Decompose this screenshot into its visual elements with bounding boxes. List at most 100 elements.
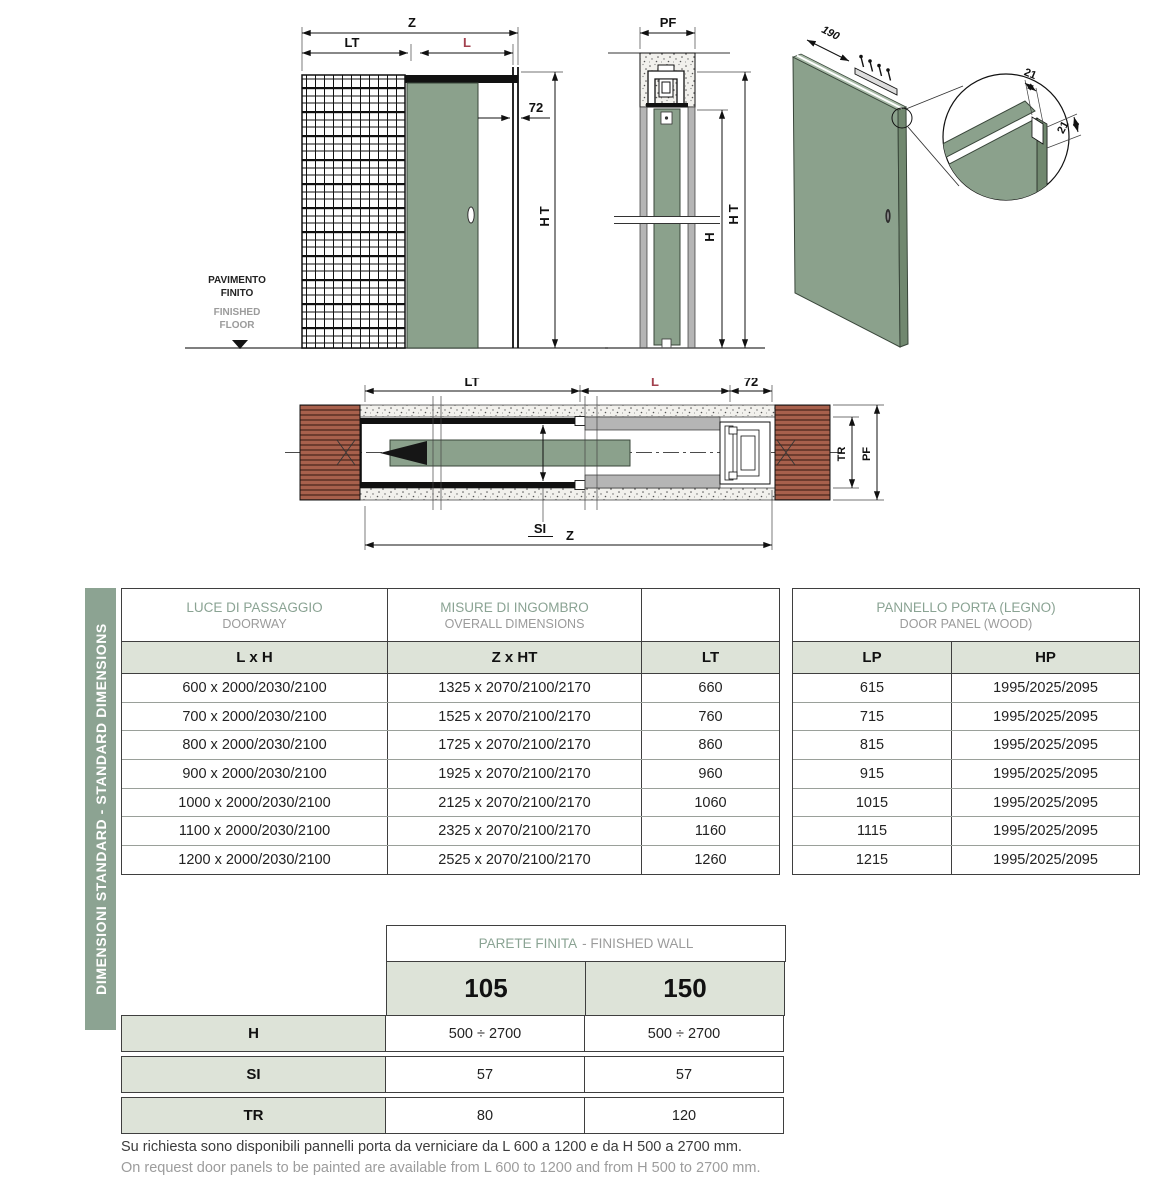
- floor-level-marker-icon: [232, 340, 248, 349]
- finished-wall-table: PARETE FINITA - FINISHED WALL 105 150 H …: [121, 925, 787, 1134]
- jamb-strip-left: [639, 106, 648, 349]
- finished-floor-label: PAVIMENTO FINITO FINISHED FLOOR: [208, 275, 266, 349]
- doorway-header-en: DOORWAY: [222, 616, 287, 631]
- detail-leader-bottom: [907, 126, 960, 187]
- col-header-105: 105: [386, 961, 586, 1016]
- mounting-bar-and-screws: [854, 54, 898, 96]
- dim-lt: LT: [364, 378, 581, 402]
- dim-tr: TR: [833, 416, 859, 489]
- table-row: 1115 1995/2025/2095: [793, 816, 1139, 846]
- door-panel: [406, 82, 479, 349]
- wall-header-it: PARETE FINITA: [478, 936, 578, 951]
- svg-text:PAVIMENTO: PAVIMENTO: [208, 275, 266, 286]
- brick-wall-left: [299, 404, 361, 501]
- right-jamb: [512, 67, 519, 348]
- plaster-bottom: [299, 487, 831, 501]
- dim-z: Z: [364, 490, 773, 550]
- dim-lt-l: LT L: [302, 35, 514, 65]
- dim-si: SI: [528, 425, 553, 537]
- col-header-zxht: Z x HT: [387, 642, 641, 673]
- dim-pf: PF: [833, 404, 884, 501]
- svg-text:Z: Z: [408, 15, 416, 30]
- table-row: 800 x 2000/2030/2100 1725 x 2070/2100/21…: [122, 730, 779, 760]
- svg-text:PF: PF: [660, 15, 677, 30]
- pocket-frame-mesh: [301, 74, 406, 349]
- svg-text:TR: TR: [836, 447, 848, 462]
- table-row: H 500 ÷ 2700 500 ÷ 2700: [121, 1015, 787, 1052]
- overall-header-it: MISURE DI INGOMBRO: [440, 599, 589, 615]
- front-elevation-drawing: Z LT L 72 HT PAVIMENTO FINITO FINISHED F…: [185, 15, 608, 349]
- svg-text:21: 21: [1022, 66, 1038, 82]
- table-row: 615 1995/2025/2095: [793, 674, 1139, 702]
- table-row: 1000 x 2000/2030/2100 2125 x 2070/2100/2…: [122, 787, 779, 817]
- svg-text:21: 21: [1055, 119, 1071, 135]
- dim-pf: PF: [639, 15, 696, 49]
- panel-subheader: LP HP: [793, 641, 1139, 674]
- hanger-screw: [664, 116, 669, 120]
- dim-190: 190: [806, 24, 850, 62]
- dim-h: H: [697, 109, 728, 348]
- track-carriage: [646, 64, 688, 107]
- table-row: SI 57 57: [121, 1056, 787, 1093]
- wall-thickness-columns: 105 150: [121, 961, 787, 1016]
- door-handle: [467, 206, 475, 224]
- panel-table-header: PANNELLO PORTA (LEGNO) DOOR PANEL (WOOD): [793, 589, 1139, 641]
- spreader-arrow: [380, 441, 427, 465]
- table-row: 900 x 2000/2030/2100 1925 x 2070/2100/21…: [122, 759, 779, 788]
- break-lines: [432, 396, 598, 510]
- dim-l: L: [580, 378, 731, 402]
- pocket-cassette: [360, 416, 586, 490]
- svg-text:FLOOR: FLOOR: [220, 320, 256, 331]
- wall-header-en: - FINISHED WALL: [582, 936, 694, 951]
- footnotes: Su richiesta sono disponibili pannelli p…: [121, 1137, 760, 1179]
- table-row: TR 80 120: [121, 1097, 787, 1134]
- doorway-table: LUCE DI PASSAGGIO DOORWAY MISURE DI INGO…: [121, 588, 780, 875]
- floor-guide: [661, 338, 672, 349]
- table-row: 600 x 2000/2030/2100 1325 x 2070/2100/21…: [122, 674, 779, 702]
- col-header-150: 150: [585, 961, 785, 1016]
- plan-section-drawing: LT L 72 SI Z TR PF: [285, 378, 884, 550]
- footnote-english: On request door panels to be painted are…: [121, 1160, 761, 1176]
- vertical-section-drawing: PF H HT: [605, 15, 765, 349]
- svg-text:FINISHED: FINISHED: [214, 307, 261, 318]
- top-track-bar: [405, 75, 518, 83]
- plaster-top: [299, 404, 831, 418]
- break-lines: [614, 216, 720, 224]
- dim-groove-depth: 21: [1046, 113, 1082, 149]
- door-3d: [792, 53, 909, 348]
- dim-ht: HT: [521, 71, 563, 348]
- col-header-lp: LP: [862, 649, 882, 666]
- svg-text:PF: PF: [861, 447, 873, 461]
- brick-wall-right: [774, 404, 831, 501]
- svg-text:190: 190: [819, 24, 842, 43]
- svg-text:LT: LT: [465, 378, 480, 389]
- svg-text:HT: HT: [537, 203, 552, 226]
- table-row: 915 1995/2025/2095: [793, 759, 1139, 788]
- jamb-strip-right: [687, 106, 696, 349]
- empty-header-cell: [641, 589, 779, 641]
- col-header-lxh: L x H: [236, 649, 273, 666]
- door-panel-section: [653, 108, 681, 346]
- svg-text:Z: Z: [566, 528, 574, 543]
- door-panel-table: PANNELLO PORTA (LEGNO) DOOR PANEL (WOOD)…: [792, 588, 1140, 875]
- table-row: 700 x 2000/2030/2100 1525 x 2070/2100/21…: [122, 701, 779, 731]
- doorway-header-it: LUCE DI PASSAGGIO: [186, 599, 323, 615]
- detail-leader-top: [905, 85, 964, 110]
- svg-text:SI: SI: [534, 521, 546, 536]
- wall-table-header: PARETE FINITA - FINISHED WALL: [121, 925, 787, 962]
- batten-x-marks: [336, 439, 796, 466]
- groove-detail: [943, 79, 1048, 200]
- svg-text:FINITO: FINITO: [221, 288, 254, 299]
- dim-72: 72: [730, 378, 773, 402]
- section-sidebar: DIMENSIONI STANDARD - STANDARD DIMENSION…: [85, 588, 116, 1030]
- col-header-lt: LT: [641, 642, 779, 673]
- svg-text:L: L: [651, 378, 659, 389]
- wall-face-bottom: [584, 474, 721, 489]
- table-row: 1215 1995/2025/2095: [793, 845, 1139, 874]
- dim-groove-width: 21: [1022, 66, 1038, 92]
- sidebar-label: DIMENSIONI STANDARD - STANDARD DIMENSION…: [92, 623, 109, 995]
- svg-text:L: L: [463, 35, 471, 50]
- overall-header-en: OVERALL DIMENSIONS: [444, 616, 585, 631]
- doorway-subheader: L x H Z x HT LT: [122, 641, 779, 674]
- wall-face-top: [584, 416, 721, 431]
